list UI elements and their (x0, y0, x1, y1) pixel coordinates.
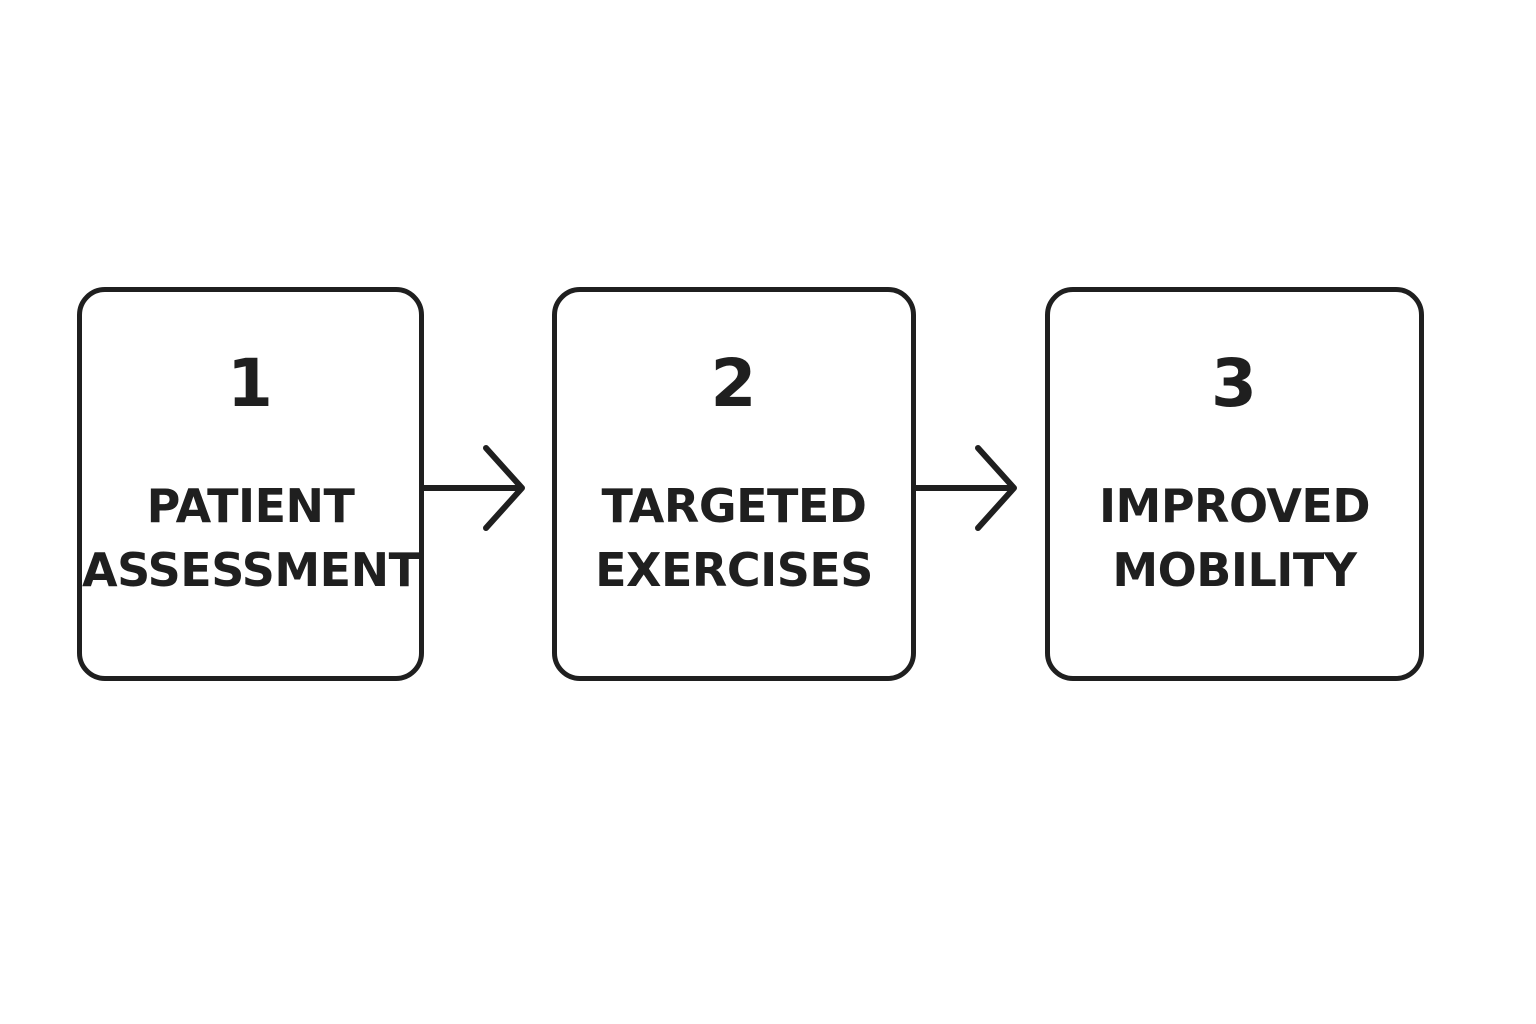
arrow-right-icon (421, 445, 525, 531)
step-label-line: MOBILITY (1112, 543, 1357, 597)
step-box-improved-mobility: 3 IMPROVED MOBILITY (1045, 287, 1424, 681)
step-box-targeted-exercises: 2 TARGETED EXERCISES (552, 287, 916, 681)
step-label-line: PATIENT (146, 479, 355, 533)
step-box-patient-assessment: 1 PATIENT ASSESSMENT (77, 287, 424, 681)
step-number: 1 (227, 345, 274, 422)
step-label-line: TARGETED (601, 479, 868, 533)
step-number: 3 (1211, 345, 1258, 422)
step-label: IMPROVED MOBILITY (1050, 474, 1419, 602)
step-number: 2 (710, 345, 758, 422)
step-label-line: ASSESSMENT (82, 543, 420, 597)
step-label-line: IMPROVED (1098, 479, 1371, 533)
step-label-line: EXERCISES (595, 543, 873, 597)
step-label: TARGETED EXERCISES (557, 474, 911, 602)
arrow-right-icon (913, 445, 1017, 531)
step-label: PATIENT ASSESSMENT (82, 474, 420, 602)
